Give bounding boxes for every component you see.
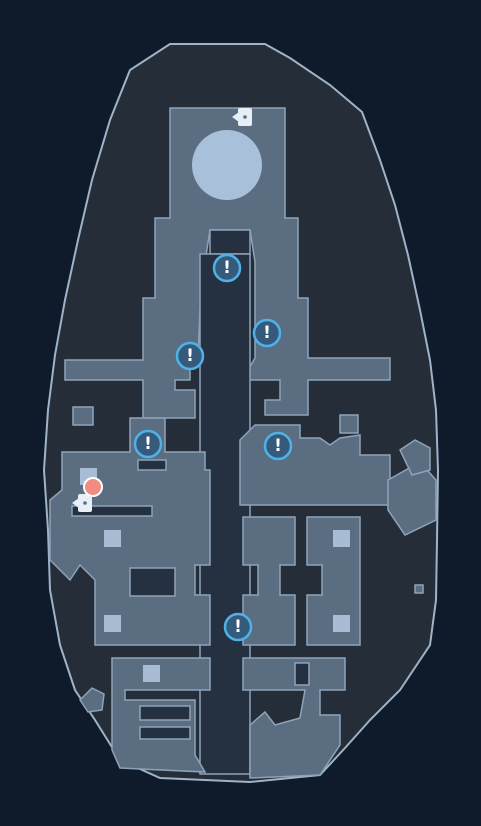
map-west-slot <box>129 567 176 597</box>
map-pillars <box>80 468 350 682</box>
door-exit-icon[interactable] <box>72 494 92 512</box>
alert-glyph: ! <box>263 323 271 343</box>
map-west-block <box>72 406 94 426</box>
map-east-nub <box>339 414 359 434</box>
map-south-slot-b <box>139 726 191 740</box>
player-location-icon <box>83 477 103 497</box>
map-south-west-bump <box>79 687 105 713</box>
map-pillar <box>104 615 121 632</box>
door-knob <box>83 501 87 505</box>
map-east-block-right <box>306 516 361 646</box>
map-north-gap <box>209 229 251 255</box>
map-pillar <box>104 530 121 547</box>
map-west-ledge <box>71 505 153 517</box>
alert-ring <box>133 429 163 459</box>
exclamation-icon[interactable]: ! <box>133 429 163 459</box>
map-south-east-slot <box>294 662 310 686</box>
door-exit-icon[interactable] <box>232 108 252 126</box>
door-arrow <box>72 498 79 508</box>
exclamation-icon[interactable]: ! <box>252 318 282 348</box>
door-arrow <box>232 112 239 122</box>
alert-glyph: ! <box>274 436 282 456</box>
map-alerts: !!!!!! <box>133 253 293 642</box>
map-east-alcove <box>399 439 431 476</box>
map-east-speck <box>414 584 424 594</box>
alert-glyph: ! <box>144 434 152 454</box>
alert-glyph: ! <box>223 258 231 278</box>
map-south-east-room <box>242 657 346 779</box>
alert-ring <box>175 341 205 371</box>
map-dome <box>192 130 262 200</box>
exclamation-icon[interactable]: ! <box>263 431 293 461</box>
alert-ring <box>252 318 282 348</box>
map-pillar <box>143 665 160 682</box>
alert-glyph: ! <box>186 346 194 366</box>
map-pillar <box>333 615 350 632</box>
door-knob <box>243 115 247 119</box>
map-east-block-left <box>242 516 296 646</box>
map-west-step <box>137 459 167 471</box>
alert-ring <box>263 431 293 461</box>
alert-ring <box>212 253 242 283</box>
alert-glyph: ! <box>234 617 242 637</box>
map-south-slot-a <box>139 705 191 721</box>
map-pillar <box>333 530 350 547</box>
alert-ring <box>223 612 253 642</box>
exclamation-icon[interactable]: ! <box>175 341 205 371</box>
exclamation-icon[interactable]: ! <box>212 253 242 283</box>
exclamation-icon[interactable]: ! <box>223 612 253 642</box>
